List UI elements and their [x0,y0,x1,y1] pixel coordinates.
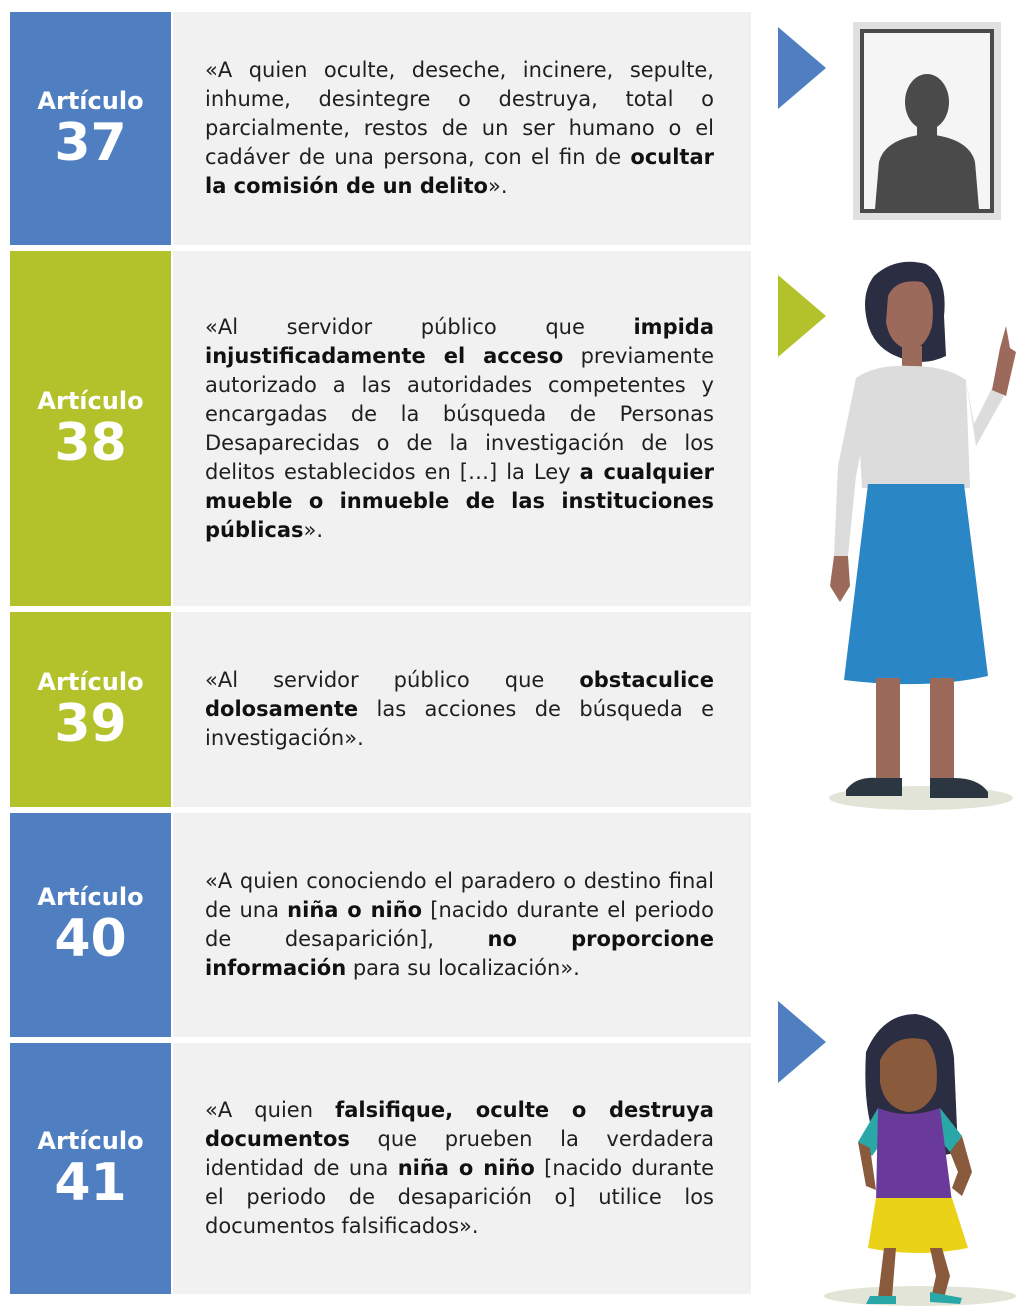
article-38-tab: Artículo 38 [10,251,171,606]
article-text: «A quien conociendo el paradero o destin… [205,867,714,983]
article-number: 38 [54,412,127,473]
article-number: 37 [54,112,127,173]
body-text: [nacido durante el periodo de desaparici… [205,1156,714,1238]
body-text: las acciones de búsqueda e investigación… [205,697,714,750]
article-label: Artículo [37,883,144,911]
article-label: Artículo [37,667,144,696]
emphasized-text: no proporcione información [205,927,714,980]
emphasized-text: obstaculice dolosamente [205,668,714,721]
article-37: Artículo 37 «A quien oculte, deseche, in… [10,12,751,245]
body-text: [nacido durante el periodo de desaparici… [205,898,714,951]
article-38-text-panel: «Al servidor público que impida injustif… [173,251,751,606]
body-text: «A quien [205,1098,336,1122]
girl-illustration [824,1014,1016,1306]
article-41: Artículo 41 «A quien falsifique, oculte … [10,1043,751,1294]
article-39-tab: Artículo 39 [10,612,171,807]
article-text: «A quien oculte, deseche, incinere, sepu… [205,56,714,201]
article-37-text-panel: «A quien oculte, deseche, incinere, sepu… [173,12,751,245]
article-40-tab: Artículo 40 [10,813,171,1037]
body-text: «Al servidor público que [205,314,634,339]
article-40-text-panel: «A quien conociendo el paradero o destin… [173,813,751,1037]
article-number: 40 [54,909,127,969]
body-text: para su localización». [346,956,580,980]
article-number: 39 [54,693,127,754]
emphasized-text: falsifique, oculte o destruya documentos [205,1098,714,1151]
article-38: Artículo 38 «Al servidor público que imp… [10,251,751,606]
arrow-right-icon [778,27,826,109]
emphasized-text: ocultar la comisión de un delito [205,145,714,198]
article-text: «A quien falsifique, oculte o destruya d… [205,1096,714,1241]
arrow-right-icon [778,1001,826,1083]
article-number: 41 [54,1152,127,1213]
body-text: ». [487,174,508,198]
article-label: Artículo [37,386,144,415]
article-41-tab: Artículo 41 [10,1043,171,1294]
article-39: Artículo 39 «Al servidor público que obs… [10,612,751,807]
article-label: Artículo [37,1126,144,1155]
body-text: ». [303,517,324,542]
article-text: «Al servidor público que obstaculice dol… [205,666,714,753]
woman-illustration [829,261,1016,810]
emphasized-text: a cualquier mueble o inmueble de las ins… [205,459,715,542]
article-37-tab: Artículo 37 [10,12,171,245]
body-text: «Al servidor público que [205,668,580,692]
article-label: Artículo [37,86,144,115]
article-41-text-panel: «A quien falsifique, oculte o destruya d… [173,1043,751,1294]
arrow-right-icon [778,275,826,357]
body-text: «A quien conociendo el paradero o destin… [205,869,714,922]
article-text: «Al servidor público que impida injustif… [205,313,714,545]
body-text: «A quien oculte, deseche, incinere, sepu… [205,58,714,169]
missing-person-portrait-icon [853,22,1001,220]
body-text: previamente autorizado a las autoridades… [205,343,714,484]
emphasized-text: impida injustificadamente el acceso [205,314,714,368]
article-39-text-panel: «Al servidor público que obstaculice dol… [173,612,751,807]
emphasized-text: niña o niño [287,898,423,922]
article-40: Artículo 40 «A quien conociendo el parad… [10,813,751,1037]
emphasized-text: niña o niño [397,1156,535,1180]
body-text: que prueben la verdadera identidad de un… [205,1127,714,1180]
